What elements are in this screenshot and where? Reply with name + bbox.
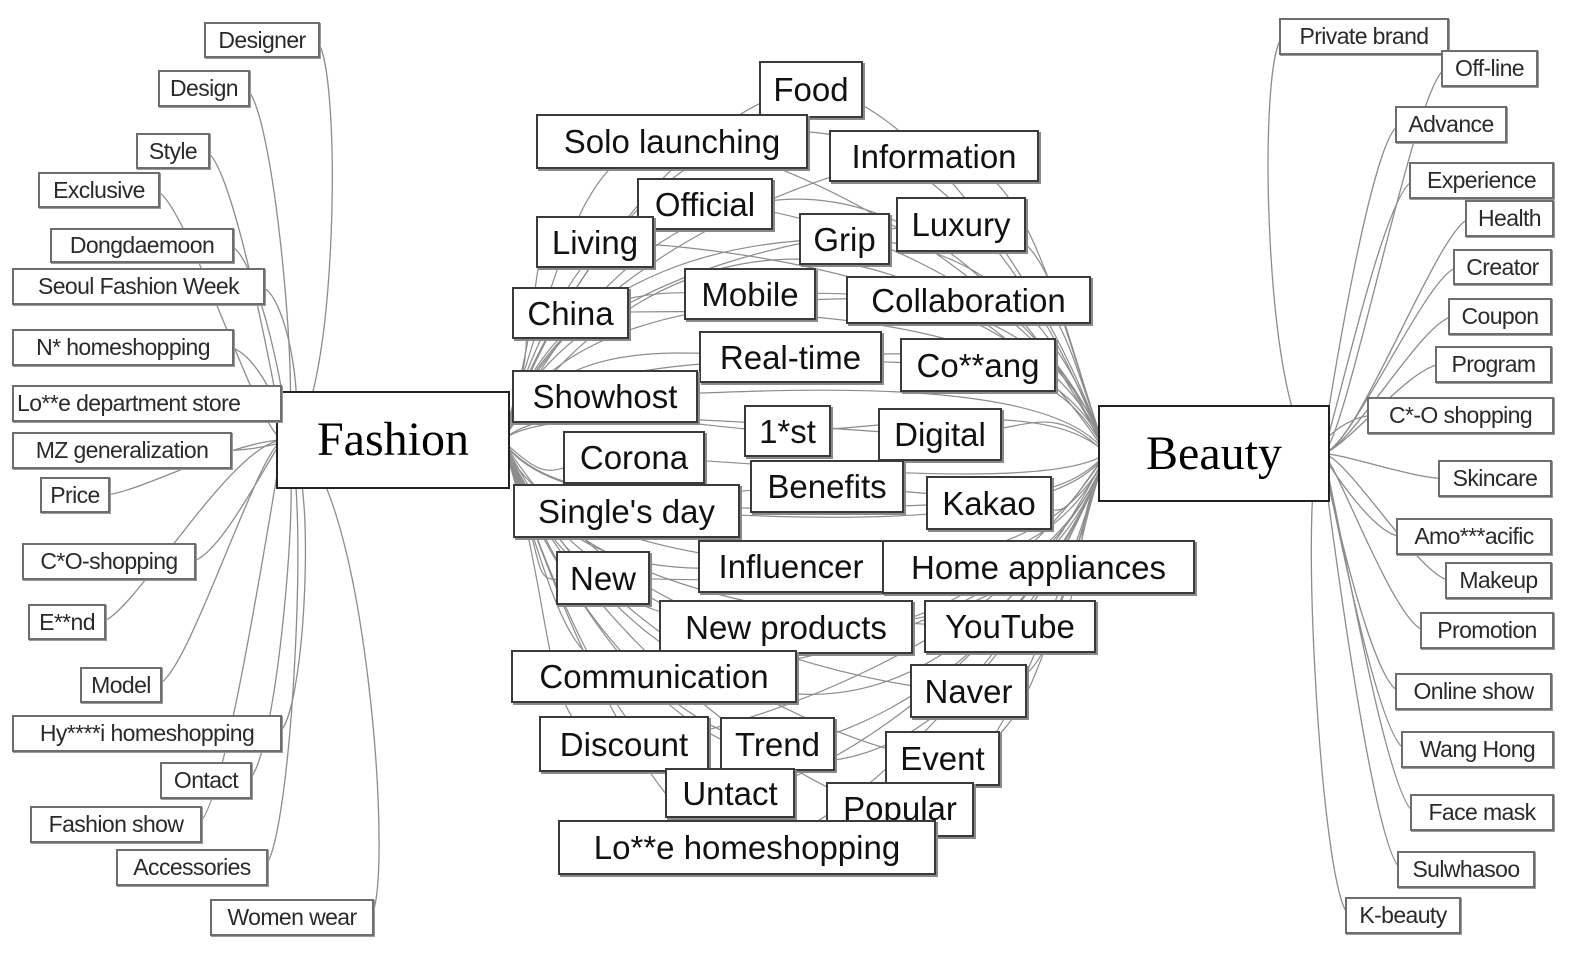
network-edge [1321,67,1448,455]
shared-keyword-node: Benefits [750,460,904,513]
shared-keyword-node: Luxury [896,197,1026,252]
network-edge [1321,266,1460,455]
fashion-keyword-node: Price [40,477,110,513]
fashion-keyword-node: Style [136,133,210,169]
shared-keyword-node: Real-time [699,331,882,383]
shared-keyword-node: Showhost [512,370,698,423]
beauty-keyword-node: Off-line [1441,50,1538,87]
shared-keyword-node: Kakao [926,476,1052,530]
fashion-keyword-node: C*O-shopping [22,543,196,580]
shared-keyword-node: Collaboration [846,276,1091,324]
network-edge [99,439,285,623]
shared-keyword-node: Food [759,61,863,118]
beauty-keyword-node: Makeup [1445,562,1552,599]
shared-keyword-node: Event [885,731,1000,786]
network-edge [283,439,380,919]
shared-keyword-node: Lo**e homeshopping [558,820,936,875]
fashion-keyword-node: E**nd [28,604,106,640]
network-edge [1321,452,1404,871]
shared-keyword-node: Living [536,216,654,268]
shared-keyword-node: Communication [511,650,797,703]
fashion-keyword-node: Fashion show [30,806,202,843]
network-edge [155,439,285,686]
shared-keyword-node: Official [637,178,773,230]
fashion-keyword-node: Exclusive [38,172,160,208]
shared-keyword-node: Naver [910,664,1027,718]
hub-node-beauty: Beauty [1098,405,1330,502]
beauty-keyword-node: Coupon [1448,298,1552,335]
beauty-keyword-node: Amo***acific [1396,518,1552,555]
beauty-keyword-node: Creator [1453,249,1552,285]
beauty-keyword-node: Sulwhasoo [1397,851,1535,888]
shared-keyword-node: Untact [665,768,795,818]
network-edge [153,189,285,441]
shared-keyword-node: Popular [826,782,974,837]
beauty-keyword-node: Experience [1409,162,1554,199]
shared-keyword-node: Home appliances [882,540,1195,594]
fashion-keyword-node: Model [80,667,162,703]
beauty-keyword-node: C*-O shopping [1367,397,1554,434]
shared-keyword-node: YouTube [924,600,1096,653]
fashion-keyword-node: Dongdaemoon [50,228,234,263]
beauty-keyword-node: Face mask [1410,794,1554,831]
beauty-keyword-node: Health [1465,200,1554,237]
shared-keyword-node: Single's day [513,484,740,538]
shared-keyword-node: Digital [878,408,1002,461]
network-edge [1267,35,1323,455]
fashion-keyword-node: Lo**e department store [12,385,282,422]
beauty-keyword-node: Wang Hong [1401,731,1554,768]
network-edge [283,39,333,441]
shared-keyword-node: Solo launching [536,114,808,169]
fashion-keyword-node: MZ generalization [12,432,232,469]
shared-keyword-node: Corona [563,431,705,484]
shared-keyword-node: Co**ang [900,338,1056,392]
shared-keyword-node: Discount [539,716,709,772]
fashion-keyword-node: Women wear [210,899,374,936]
beauty-keyword-node: Promotion [1420,612,1554,649]
beauty-keyword-node: Advance [1395,106,1507,143]
beauty-keyword-node: K-beauty [1345,897,1461,934]
fashion-keyword-node: Hy****i homeshopping [12,715,282,752]
fashion-keyword-node: Designer [204,22,320,58]
fashion-keyword-node: N* homeshopping [12,329,234,366]
shared-keyword-node: Information [829,130,1039,182]
beauty-keyword-node: Online show [1395,673,1552,710]
fashion-keyword-node: Design [158,70,250,107]
fashion-keyword-node: Seoul Fashion Week [12,268,265,305]
network-edge [1321,452,1452,582]
shared-keyword-node: 1*st [744,405,831,457]
shared-keyword-node: Mobile [684,268,816,320]
hub-node-fashion: Fashion [276,391,510,489]
fashion-keyword-node: Accessories [116,849,268,886]
shared-keyword-node: Influencer [698,540,884,593]
shared-keyword-node: Trend [720,717,835,771]
shared-keyword-node: Grip [799,213,890,265]
beauty-keyword-node: Private brand [1279,18,1449,55]
network-edge [1321,452,1445,480]
fashion-keyword-node: Ontact [160,762,252,799]
beauty-keyword-node: Skincare [1438,460,1552,497]
shared-keyword-node: New products [659,600,913,654]
beauty-keyword-node: Program [1435,346,1552,383]
shared-keyword-node: New [556,551,650,605]
shared-keyword-node: China [512,287,629,339]
